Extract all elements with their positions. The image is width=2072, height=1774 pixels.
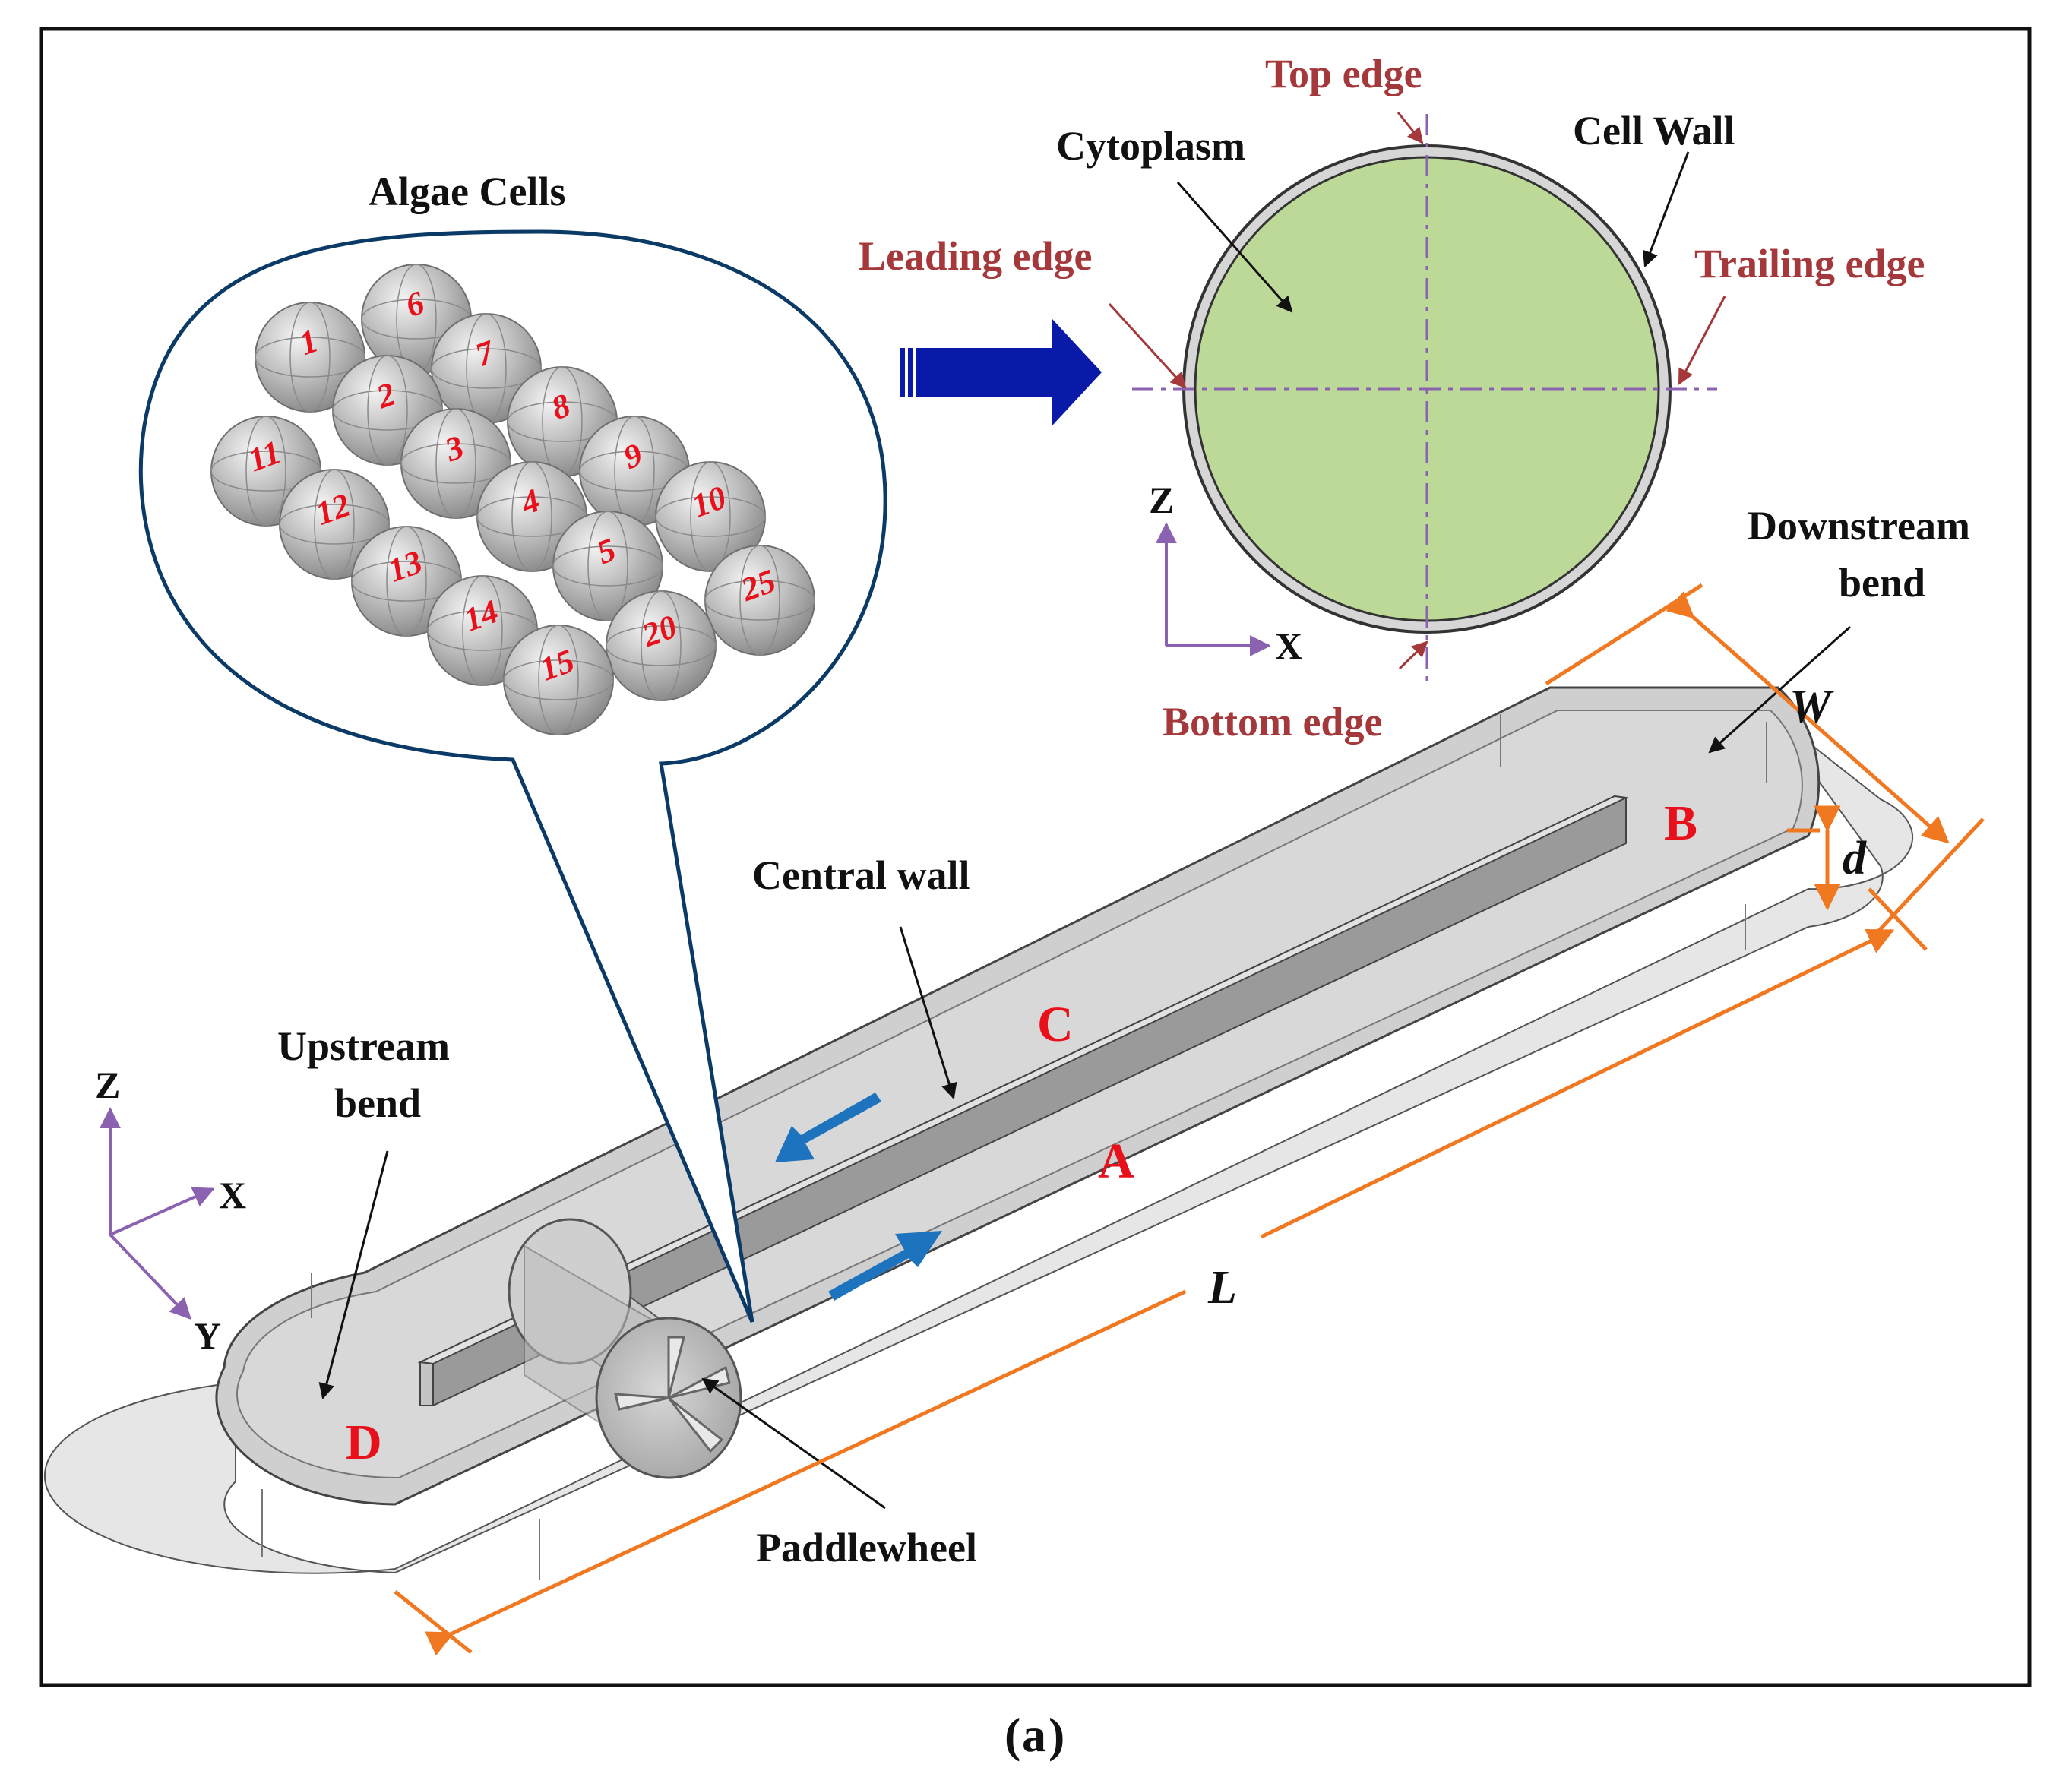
- dimension-l: L: [1207, 1262, 1237, 1314]
- dimension-d: d: [1843, 833, 1867, 884]
- dimension-lines: [394, 583, 1985, 1656]
- flow-arrow-right: [828, 1231, 942, 1301]
- label-cytoplasm: Cytoplasm: [1056, 123, 1245, 169]
- algae-cell: 1: [255, 302, 365, 413]
- algae-cell: 25: [704, 545, 815, 656]
- zone-label-a: A: [1098, 1134, 1134, 1189]
- label-leading-edge: Leading edge: [859, 233, 1093, 279]
- cell-axis-z: Z: [1149, 479, 1174, 521]
- label-algae-cells: Algae Cells: [369, 169, 565, 214]
- label-bottom-edge: Bottom edge: [1163, 699, 1382, 745]
- label-trailing-edge: Trailing edge: [1694, 241, 1925, 286]
- algae-cell: 12: [279, 469, 390, 580]
- label-top-edge: Top edge: [1265, 51, 1422, 96]
- zone-label-c: C: [1037, 997, 1074, 1052]
- dimension-w: W: [1789, 681, 1834, 732]
- cell-cross-section: [1132, 114, 1717, 688]
- label-upstream-1: Upstream: [277, 1023, 450, 1069]
- caption-open: (: [1004, 1708, 1020, 1762]
- algae-cell: 5: [552, 511, 663, 621]
- paddlewheel: [508, 1218, 742, 1479]
- zone-label-b: B: [1664, 795, 1697, 851]
- algae-cell: 10: [655, 461, 766, 572]
- label-downstream-1: Downstream: [1748, 503, 1970, 549]
- pond-axis-z: Z: [95, 1064, 120, 1106]
- zone-label-d: D: [346, 1415, 382, 1470]
- pond-axis-y: Y: [194, 1314, 221, 1357]
- pond-axis-x: X: [219, 1174, 246, 1216]
- big-right-arrow: [900, 319, 1102, 425]
- label-cell-wall: Cell Wall: [1573, 108, 1735, 153]
- caption-letter: a: [1022, 1708, 1046, 1762]
- pond-axes: [100, 1107, 215, 1320]
- flow-arrow-left: [775, 1093, 881, 1162]
- algae-cell: 15: [503, 625, 614, 735]
- label-central-wall: Central wall: [752, 852, 970, 898]
- caption-close: ): [1049, 1708, 1064, 1762]
- label-paddlewheel: Paddlewheel: [756, 1525, 977, 1570]
- figure-caption: ( a ): [1004, 1708, 1064, 1762]
- label-upstream-2: bend: [334, 1080, 421, 1126]
- cell-axes: [1156, 522, 1271, 656]
- algae-cell: 20: [606, 590, 717, 701]
- label-downstream-2: bend: [1839, 560, 1925, 606]
- cell-axis-x: X: [1275, 625, 1302, 667]
